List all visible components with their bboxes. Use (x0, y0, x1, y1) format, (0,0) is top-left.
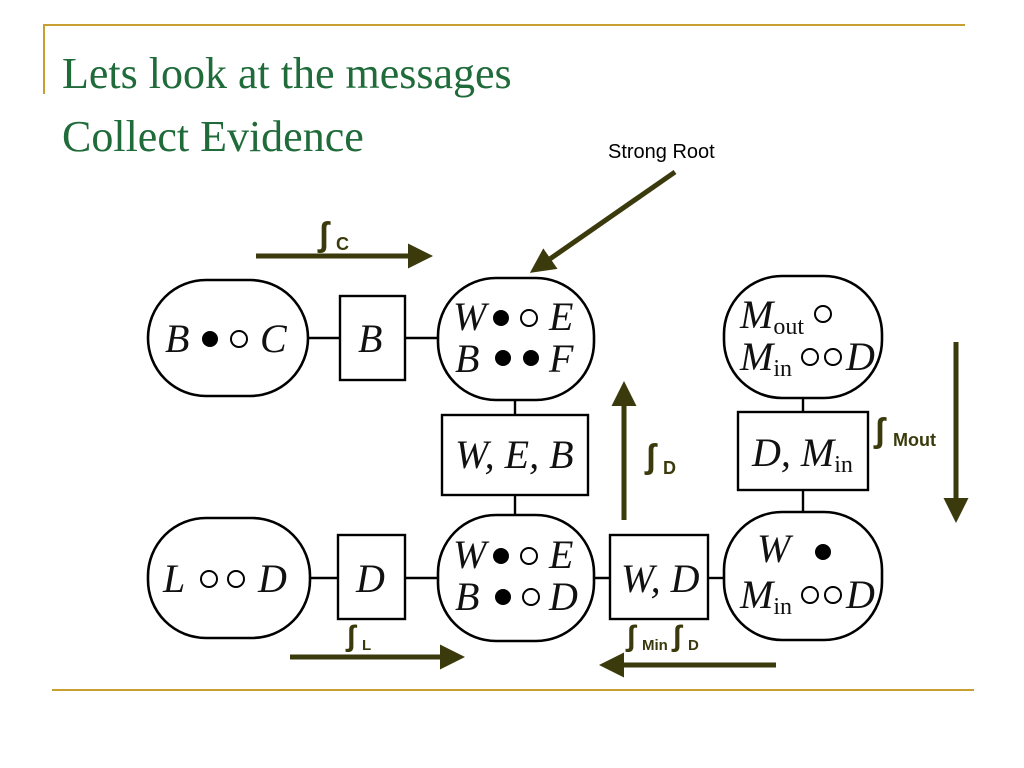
separator-d: D (336, 533, 407, 621)
clique-webf-r1a: W (453, 294, 490, 339)
observed-dot (202, 331, 218, 347)
clique-webf-r2a: B (455, 336, 479, 381)
unobserved-dot (814, 305, 832, 323)
separator-web-label: W, E, B (455, 432, 574, 477)
message-mout-symbol: ʃ (873, 412, 887, 450)
separator-dmin: D, Min (736, 410, 870, 492)
unobserved-dot (801, 586, 819, 604)
message-c: ʃ C (256, 216, 433, 269)
clique-lod-var2: D (257, 556, 287, 601)
clique-mout-r2b: D (845, 334, 875, 379)
observed-dot (493, 310, 509, 326)
message-d2-symbol: ʃ (671, 620, 684, 653)
separator-wd: W, D (608, 533, 710, 621)
unobserved-dot (824, 586, 842, 604)
slide-title-line-2: Collect Evidence (62, 112, 364, 161)
unobserved-dot (200, 570, 218, 588)
clique-webd: W E B D (436, 513, 596, 643)
message-d: ʃ D (611, 381, 676, 520)
top-rule (43, 24, 965, 26)
observed-dot (815, 544, 831, 560)
clique-mout: Mout Min D (722, 274, 884, 400)
message-d-symbol: ʃ (644, 438, 658, 476)
message-min-symbol: ʃ (625, 620, 638, 653)
clique-mout-r2: Min (739, 334, 792, 382)
unobserved-dot (520, 309, 538, 327)
clique-webf-r2b: F (548, 336, 574, 381)
observed-dot (523, 350, 539, 366)
message-d2-sub: D (688, 637, 699, 654)
clique-bc: B C (146, 278, 310, 398)
message-l-symbol: ʃ (345, 620, 358, 653)
clique-webf-r1b: E (548, 294, 573, 339)
clique-lod-var1: L (162, 556, 185, 601)
separator-b: B (338, 294, 407, 382)
message-c-sub: C (336, 234, 349, 254)
unobserved-dot (230, 330, 248, 348)
strong-root-label: Strong Root (608, 141, 715, 163)
separator-d-label: D (355, 556, 385, 601)
unobserved-dot (824, 348, 842, 366)
slide-title-line-1: Lets look at the messages (62, 49, 512, 98)
clique-mout-r1: Mout (739, 292, 804, 340)
observed-dot (495, 589, 511, 605)
separator-b-label: B (358, 316, 382, 361)
unobserved-dot (801, 348, 819, 366)
clique-webf: W E B F (436, 276, 596, 402)
separator-dmin-label: D, Min (751, 430, 853, 478)
clique-webd-r1a: W (453, 532, 490, 577)
bottom-rule (52, 689, 974, 691)
unobserved-dot (227, 570, 245, 588)
unobserved-dot (522, 588, 540, 606)
clique-wmin: W Min D (722, 510, 884, 642)
clique-lod: L D (146, 516, 312, 640)
message-l: ʃ L (290, 620, 465, 670)
clique-webd-r2a: B (455, 574, 479, 619)
clique-bc-var2: C (260, 316, 288, 361)
clique-wmin-r2b: D (845, 572, 875, 617)
message-l-sub: L (362, 637, 371, 654)
message-mout-sub: Mout (893, 430, 936, 450)
message-mout: ʃ Mout (873, 342, 969, 523)
clique-bc-var1: B (165, 316, 189, 361)
message-min-d: ʃ Min ʃ D (599, 620, 776, 678)
message-d-sub: D (663, 458, 676, 478)
observed-dot (495, 350, 511, 366)
separator-wd-label: W, D (621, 556, 700, 601)
left-rule (43, 24, 45, 94)
separator-web: W, E, B (440, 413, 590, 497)
clique-webd-r2b: D (548, 574, 578, 619)
strong-root-arrow (529, 169, 677, 273)
clique-webd-r1b: E (548, 532, 573, 577)
clique-wmin-r1: W (757, 526, 794, 571)
observed-dot (493, 548, 509, 564)
clique-wmin-r2: Min (739, 572, 792, 620)
unobserved-dot (520, 547, 538, 565)
message-min-sub: Min (642, 637, 668, 654)
message-c-symbol: ʃ (317, 216, 331, 254)
